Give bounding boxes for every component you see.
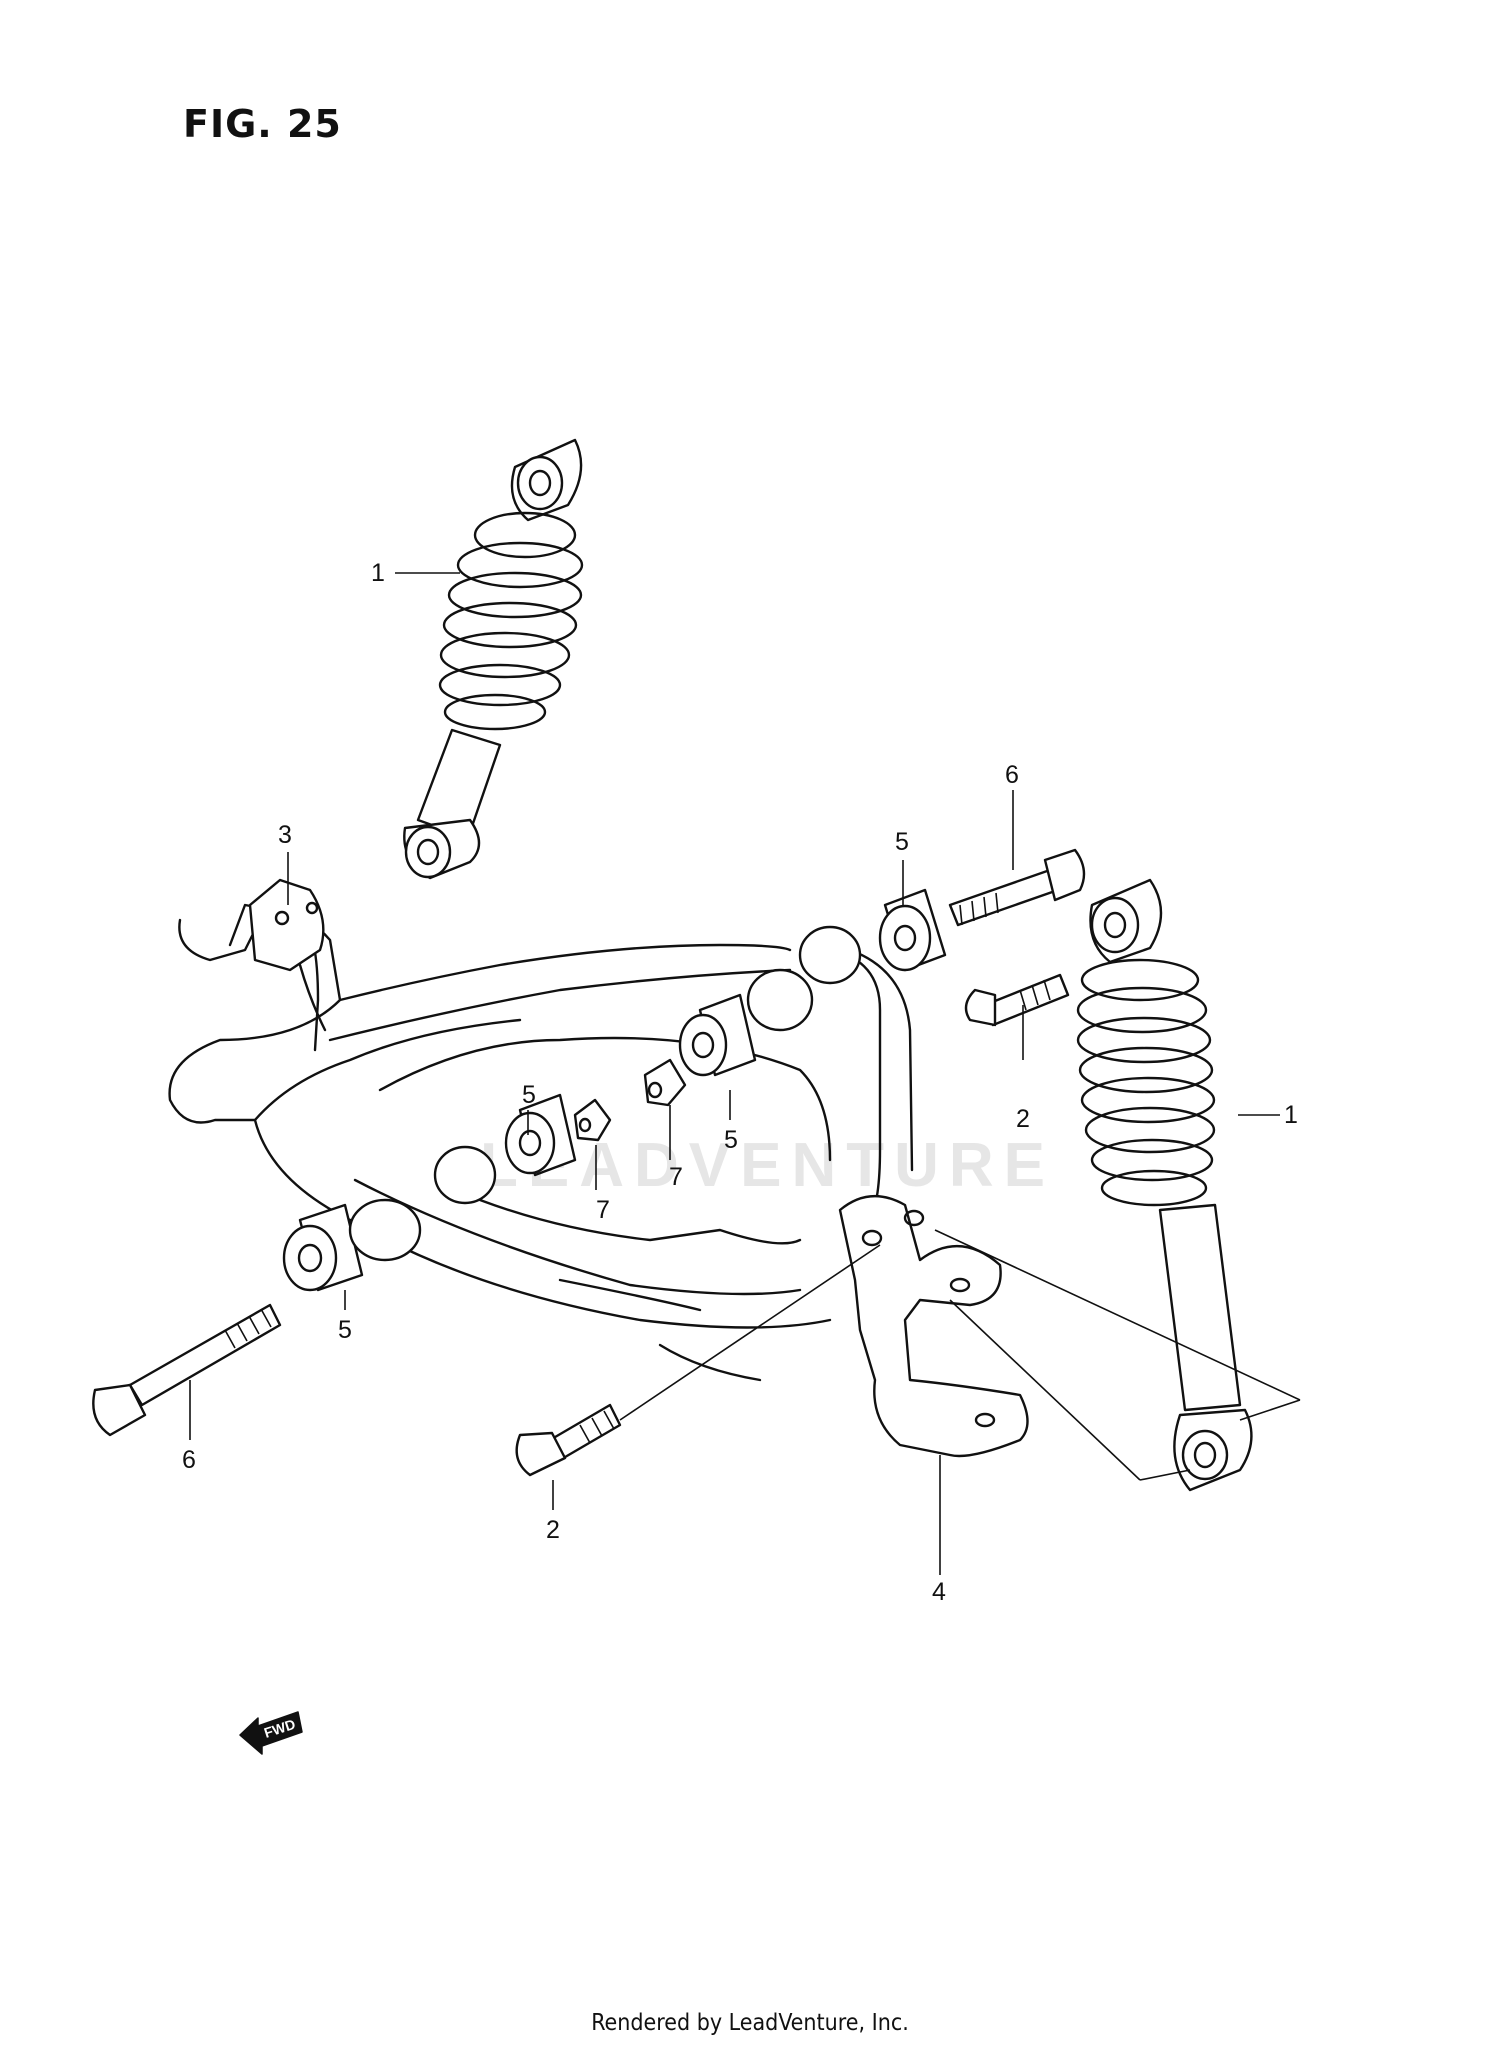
- bushing-lower-left[interactable]: [282, 1203, 364, 1292]
- swing-arm-assembly[interactable]: [168, 878, 1029, 1458]
- short-bolt-upper-right[interactable]: [964, 973, 1070, 1027]
- callout-1-upper: 1: [371, 559, 385, 587]
- callout-2-lower: 2: [546, 1516, 560, 1544]
- nut-lower[interactable]: [573, 1098, 612, 1142]
- callout-5-lower-left: 5: [338, 1316, 352, 1344]
- shock-absorber-right[interactable]: [1076, 878, 1253, 1492]
- shock-absorber-upper-left[interactable]: [403, 438, 584, 880]
- nut-upper[interactable]: [643, 1058, 687, 1107]
- callout-5-upper-right: 5: [895, 828, 909, 856]
- leader-lines: [189, 572, 1301, 1575]
- callout-5-center-left: 5: [522, 1081, 536, 1109]
- bolts[interactable]: [92, 848, 1086, 1477]
- callout-4: 4: [932, 1578, 946, 1606]
- callout-3: 3: [278, 821, 292, 849]
- bushing-upper-right[interactable]: [878, 888, 947, 972]
- watermark: LEADVENTURE: [480, 1131, 1056, 1200]
- bushing-center-left[interactable]: [504, 1093, 577, 1177]
- callout-2-upper: 2: [1016, 1105, 1030, 1133]
- forward-arrow-icon: FWD: [239, 1711, 303, 1755]
- callout-labels: 1 1 2 2 3 4 5 5 5 5 6 6 7 7: [182, 559, 1298, 1606]
- bushing-center-right[interactable]: [678, 993, 757, 1077]
- bushings[interactable]: [282, 888, 947, 1292]
- short-bolt-lower[interactable]: [515, 1403, 622, 1477]
- callout-7-upper: 7: [669, 1163, 683, 1191]
- figure-title: FIG. 25: [183, 102, 342, 146]
- long-bolt-lower[interactable]: [92, 1303, 282, 1437]
- callout-7-lower: 7: [596, 1196, 610, 1224]
- callout-6-upper: 6: [1005, 761, 1019, 789]
- nuts[interactable]: [573, 1058, 687, 1142]
- footer-credit: Rendered by LeadVenture, Inc.: [591, 2010, 909, 2036]
- callout-1-right: 1: [1284, 1101, 1298, 1129]
- callout-6-lower: 6: [182, 1446, 196, 1474]
- callout-5-center-right: 5: [724, 1126, 738, 1154]
- long-bolt-upper[interactable]: [948, 848, 1086, 927]
